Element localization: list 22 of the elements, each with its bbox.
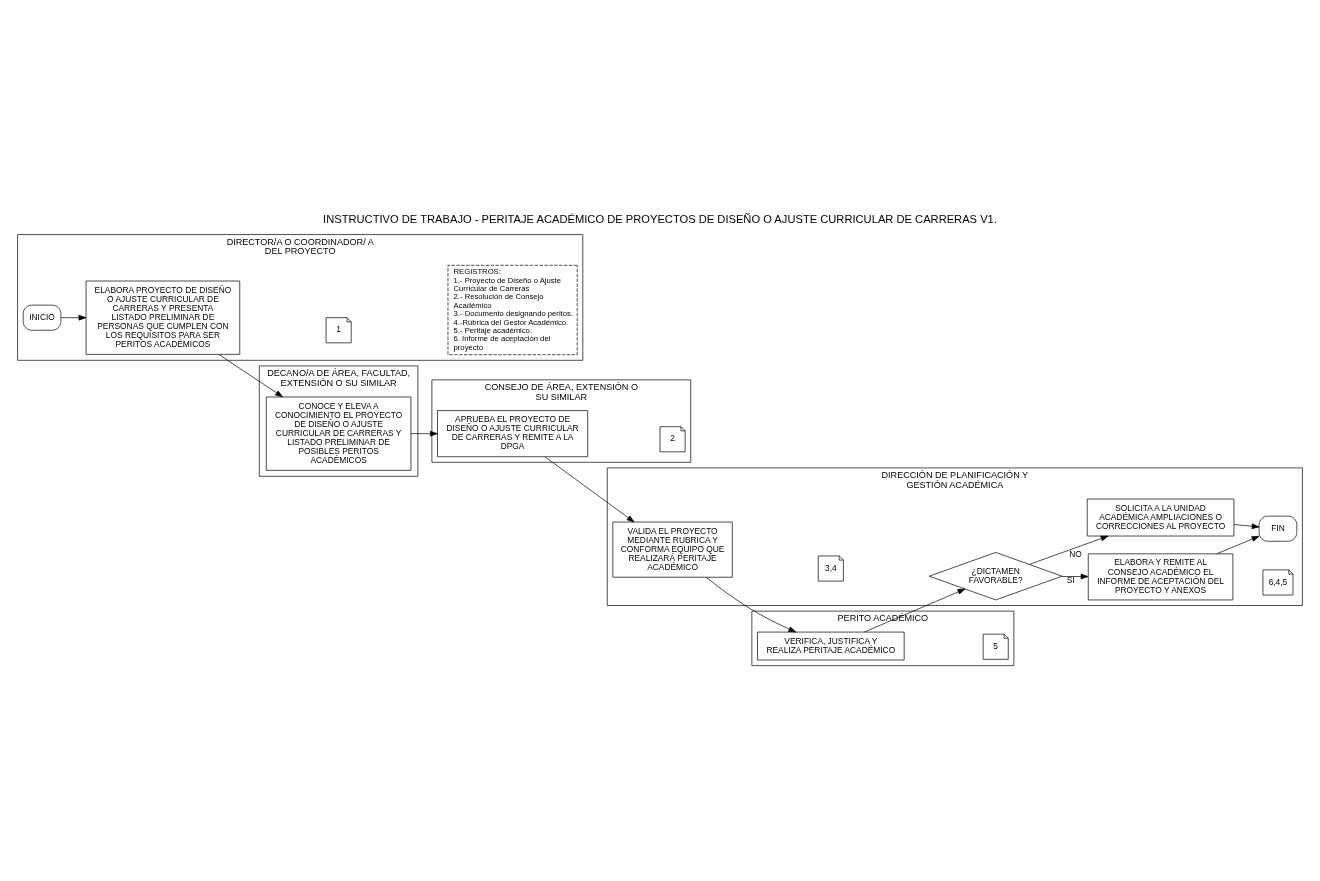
- node-box: VERIFICA, JUSTIFICA Y REALIZA PERITAJE ACADÉMICO: [757, 631, 905, 660]
- node-box: APRUEBA EL PROYECTO DE DISEÑO O AJUSTE CURRICULAR DE CARRERAS Y REMITE A LA DPGA: [437, 409, 589, 457]
- arrow: [544, 456, 635, 522]
- node-box: REGISTROS: 1.- Proyecto de Diseño o Ajuste Curricular de Carreras 2.- Resolución de Consejo Académico 3.- Documento designando peritos. 4.-Rúbrica del Gestor Académico. 5.- Peritaje académico. 6. Informe de aceptación del proyecto: [447, 264, 578, 355]
- node-diamond: ¿DICTAMEN FAVORABLE?: [929, 551, 1063, 600]
- node-box: SOLICITA A LA UNIDAD ACADÉMICA AMPLIACIONES O CORRECCIONES AL PROYECTO: [1086, 498, 1235, 536]
- node-box: FIN: [1258, 515, 1298, 542]
- arrow: [1028, 535, 1109, 565]
- edge-label: SI: [1066, 574, 1075, 585]
- node-box: CONOCE Y ELEVA A CONOCIMIENTO EL PROYECTO DE DISEÑO O AJUSTE CURRICULAR DE CARRERAS Y LISTADO PRELIMINAR DE POSIBLES PERITOS ACADÉMICOS: [265, 396, 412, 471]
- node-box: INICIO: [22, 304, 62, 331]
- node-box: ELABORA Y REMITE AL CONSEJO ACADÉMICO EL INFORME DE ACEPTACIÓN DEL PROYECTO Y ANEXOS: [1087, 553, 1234, 600]
- node-box: VALIDA EL PROYECTO MEDIANTE RUBRICA Y CONFORMA EQUIPO QUE REALIZARÁ PERITAJE ACADÉMICO: [612, 521, 733, 578]
- diagram-title: INSTRUCTIVO DE TRABAJO - PERITAJE ACADÉMICO DE PROYECTOS DE DISEÑO O AJUSTE CURRICULAR DE CARRERAS V1.: [323, 212, 997, 225]
- arrow: [410, 430, 438, 436]
- edge-label: NO: [1069, 548, 1082, 559]
- arrow: [60, 314, 87, 320]
- arrow: [1061, 573, 1089, 579]
- node-box: ELABORA PROYECTO DE DISEÑO O AJUSTE CURRICULAR DE CARRERAS Y PRESENTA LISTADO PRELIMINAR DE PERSONAS QUE CUMPLEN CON LOS REQUISITOS PARA SER PERITOS ACADÉMICOS: [85, 280, 241, 355]
- arrow: [218, 353, 283, 397]
- arrow: [1233, 522, 1260, 529]
- arrow: [705, 576, 797, 632]
